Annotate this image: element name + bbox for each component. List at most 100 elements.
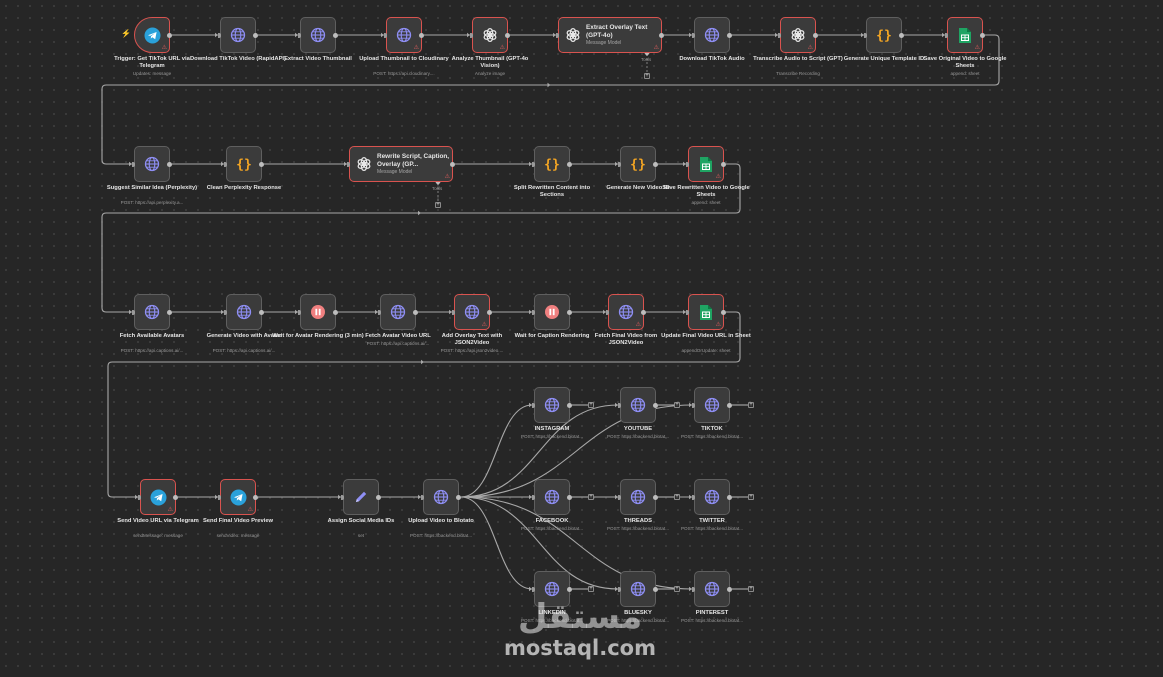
node-trigger[interactable]: ⚠ [134,17,172,53]
node-fetch-avatar-url[interactable] [378,294,418,330]
warning-icon[interactable]: ⚠ [481,322,487,328]
input-port[interactable] [692,586,695,592]
warning-icon[interactable]: ⚠ [247,507,253,513]
warning-icon[interactable]: ⚠ [499,45,505,51]
warning-icon[interactable]: ⚠ [715,322,721,328]
output-port[interactable] [253,494,258,500]
output-port[interactable] [567,402,572,408]
input-port[interactable] [132,161,135,167]
node-linkedin[interactable] [532,571,572,607]
node-generate-template-id[interactable]: {} [864,17,904,53]
output-port[interactable] [505,32,510,38]
add-node-button[interactable]: + [748,494,754,500]
output-port[interactable] [567,161,572,167]
input-port[interactable] [556,32,559,38]
input-port[interactable] [606,309,609,315]
input-port[interactable] [532,586,535,592]
node-clean-perplexity[interactable]: {} [224,146,264,182]
add-tool-button[interactable]: + [644,73,650,79]
output-port[interactable] [450,161,455,167]
input-port[interactable] [686,309,689,315]
node-split-rewritten[interactable]: {} [532,146,572,182]
input-port[interactable] [224,309,227,315]
input-port[interactable] [224,161,227,167]
node-wait-caption[interactable] [532,294,572,330]
output-port[interactable] [567,586,572,592]
output-port[interactable] [487,309,492,315]
node-bluesky[interactable] [618,571,658,607]
input-port[interactable] [618,402,621,408]
output-port[interactable] [653,402,658,408]
input-port[interactable] [778,32,781,38]
output-port[interactable] [727,494,732,500]
input-port[interactable] [532,161,535,167]
output-port[interactable] [653,586,658,592]
output-port[interactable] [659,32,664,38]
output-port[interactable] [721,309,726,315]
input-port[interactable] [692,32,695,38]
input-port[interactable] [470,32,473,38]
node-extract-overlay-text[interactable]: Extract Overlay Text (GPT-4o)Message Mod… [556,17,664,53]
input-port[interactable] [421,494,424,500]
output-port[interactable] [567,494,572,500]
output-port[interactable] [333,309,338,315]
warning-icon[interactable]: ⚠ [807,45,813,51]
input-port[interactable] [298,32,301,38]
node-threads[interactable] [618,479,658,515]
input-port[interactable] [618,494,621,500]
add-node-button[interactable]: + [674,494,680,500]
output-port[interactable] [980,32,985,38]
warning-icon[interactable]: ⚠ [444,174,450,180]
output-port[interactable] [727,402,732,408]
warning-icon[interactable]: ⚠ [974,45,980,51]
output-port[interactable] [167,32,172,38]
add-node-button[interactable]: + [588,586,594,592]
output-port[interactable] [413,309,418,315]
node-save-rewritten[interactable]: ⚠ [686,146,726,182]
output-port[interactable] [259,161,264,167]
input-port[interactable] [347,161,350,167]
node-analyze-thumbnail[interactable]: ⚠ [470,17,510,53]
input-port[interactable] [532,494,535,500]
input-port[interactable] [218,494,221,500]
input-port[interactable] [618,586,621,592]
output-port[interactable] [376,494,381,500]
output-port[interactable] [173,494,178,500]
node-wait-avatar[interactable] [298,294,338,330]
add-node-button[interactable]: + [748,402,754,408]
node-rewrite-script[interactable]: Rewrite Script, Caption, Overlay (GP...M… [347,146,455,182]
add-node-button[interactable]: + [588,402,594,408]
input-port[interactable] [138,494,141,500]
node-update-final-url[interactable]: ⚠ [686,294,726,330]
add-node-button[interactable]: + [748,586,754,592]
output-port[interactable] [419,32,424,38]
output-port[interactable] [333,32,338,38]
node-pinterest[interactable] [692,571,732,607]
input-port[interactable] [384,32,387,38]
node-facebook[interactable] [532,479,572,515]
node-extract-video-thumbnail[interactable] [298,17,338,53]
output-port[interactable] [167,309,172,315]
output-port[interactable] [167,161,172,167]
input-port[interactable] [298,309,301,315]
add-tool-button[interactable]: + [435,202,441,208]
node-instagram[interactable] [532,387,572,423]
input-port[interactable] [686,161,689,167]
node-download-tiktok-audio[interactable] [692,17,732,53]
warning-icon[interactable]: ⚠ [635,322,641,328]
node-generate-new-video-id[interactable]: {} [618,146,658,182]
node-fetch-final-video[interactable]: ⚠ [606,294,646,330]
output-port[interactable] [653,494,658,500]
output-port[interactable] [653,161,658,167]
input-port[interactable] [452,309,455,315]
node-youtube[interactable] [618,387,658,423]
output-port[interactable] [253,32,258,38]
node-add-overlay-text[interactable]: ⚠ [452,294,492,330]
node-send-final-preview[interactable]: ⚠ [218,479,258,515]
output-port[interactable] [567,309,572,315]
input-port[interactable] [532,402,535,408]
node-send-video-url[interactable]: ⚠ [138,479,178,515]
add-node-button[interactable]: + [674,586,680,592]
output-port[interactable] [641,309,646,315]
add-node-button[interactable]: + [674,402,680,408]
